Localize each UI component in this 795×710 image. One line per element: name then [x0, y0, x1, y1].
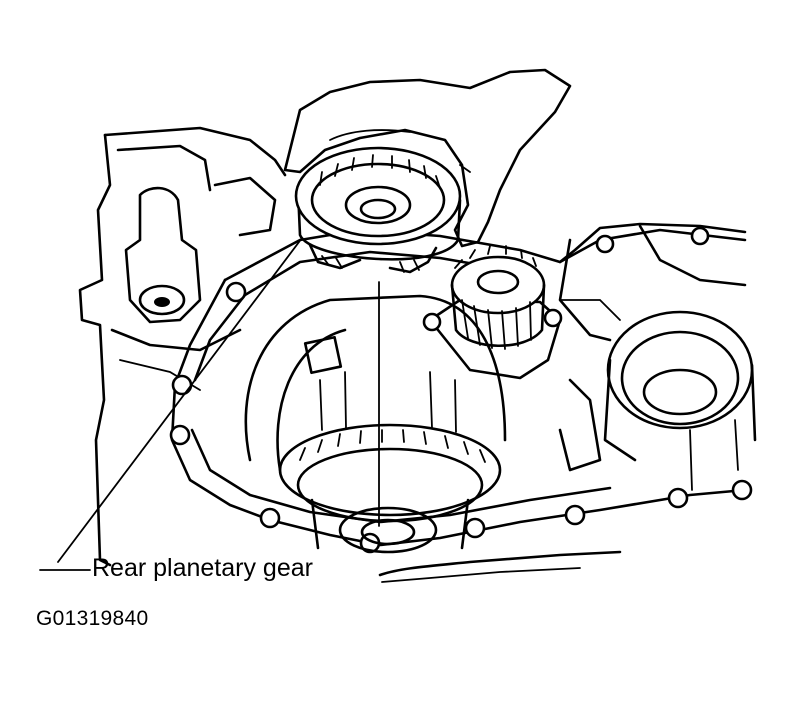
rear-planetary-gear: [294, 146, 462, 274]
left-housing: [78, 126, 287, 567]
hand: [283, 68, 572, 248]
figure-id: G01319840: [36, 607, 149, 630]
case-flange: [169, 226, 753, 554]
inner-bore: [244, 294, 507, 554]
upper-right-casing: [558, 222, 747, 342]
callout-leader: [39, 237, 622, 583]
idler-gear: [422, 245, 563, 380]
callout-label-rear-planetary-gear: Rear planetary gear: [92, 554, 313, 582]
right-cup: [558, 310, 757, 491]
